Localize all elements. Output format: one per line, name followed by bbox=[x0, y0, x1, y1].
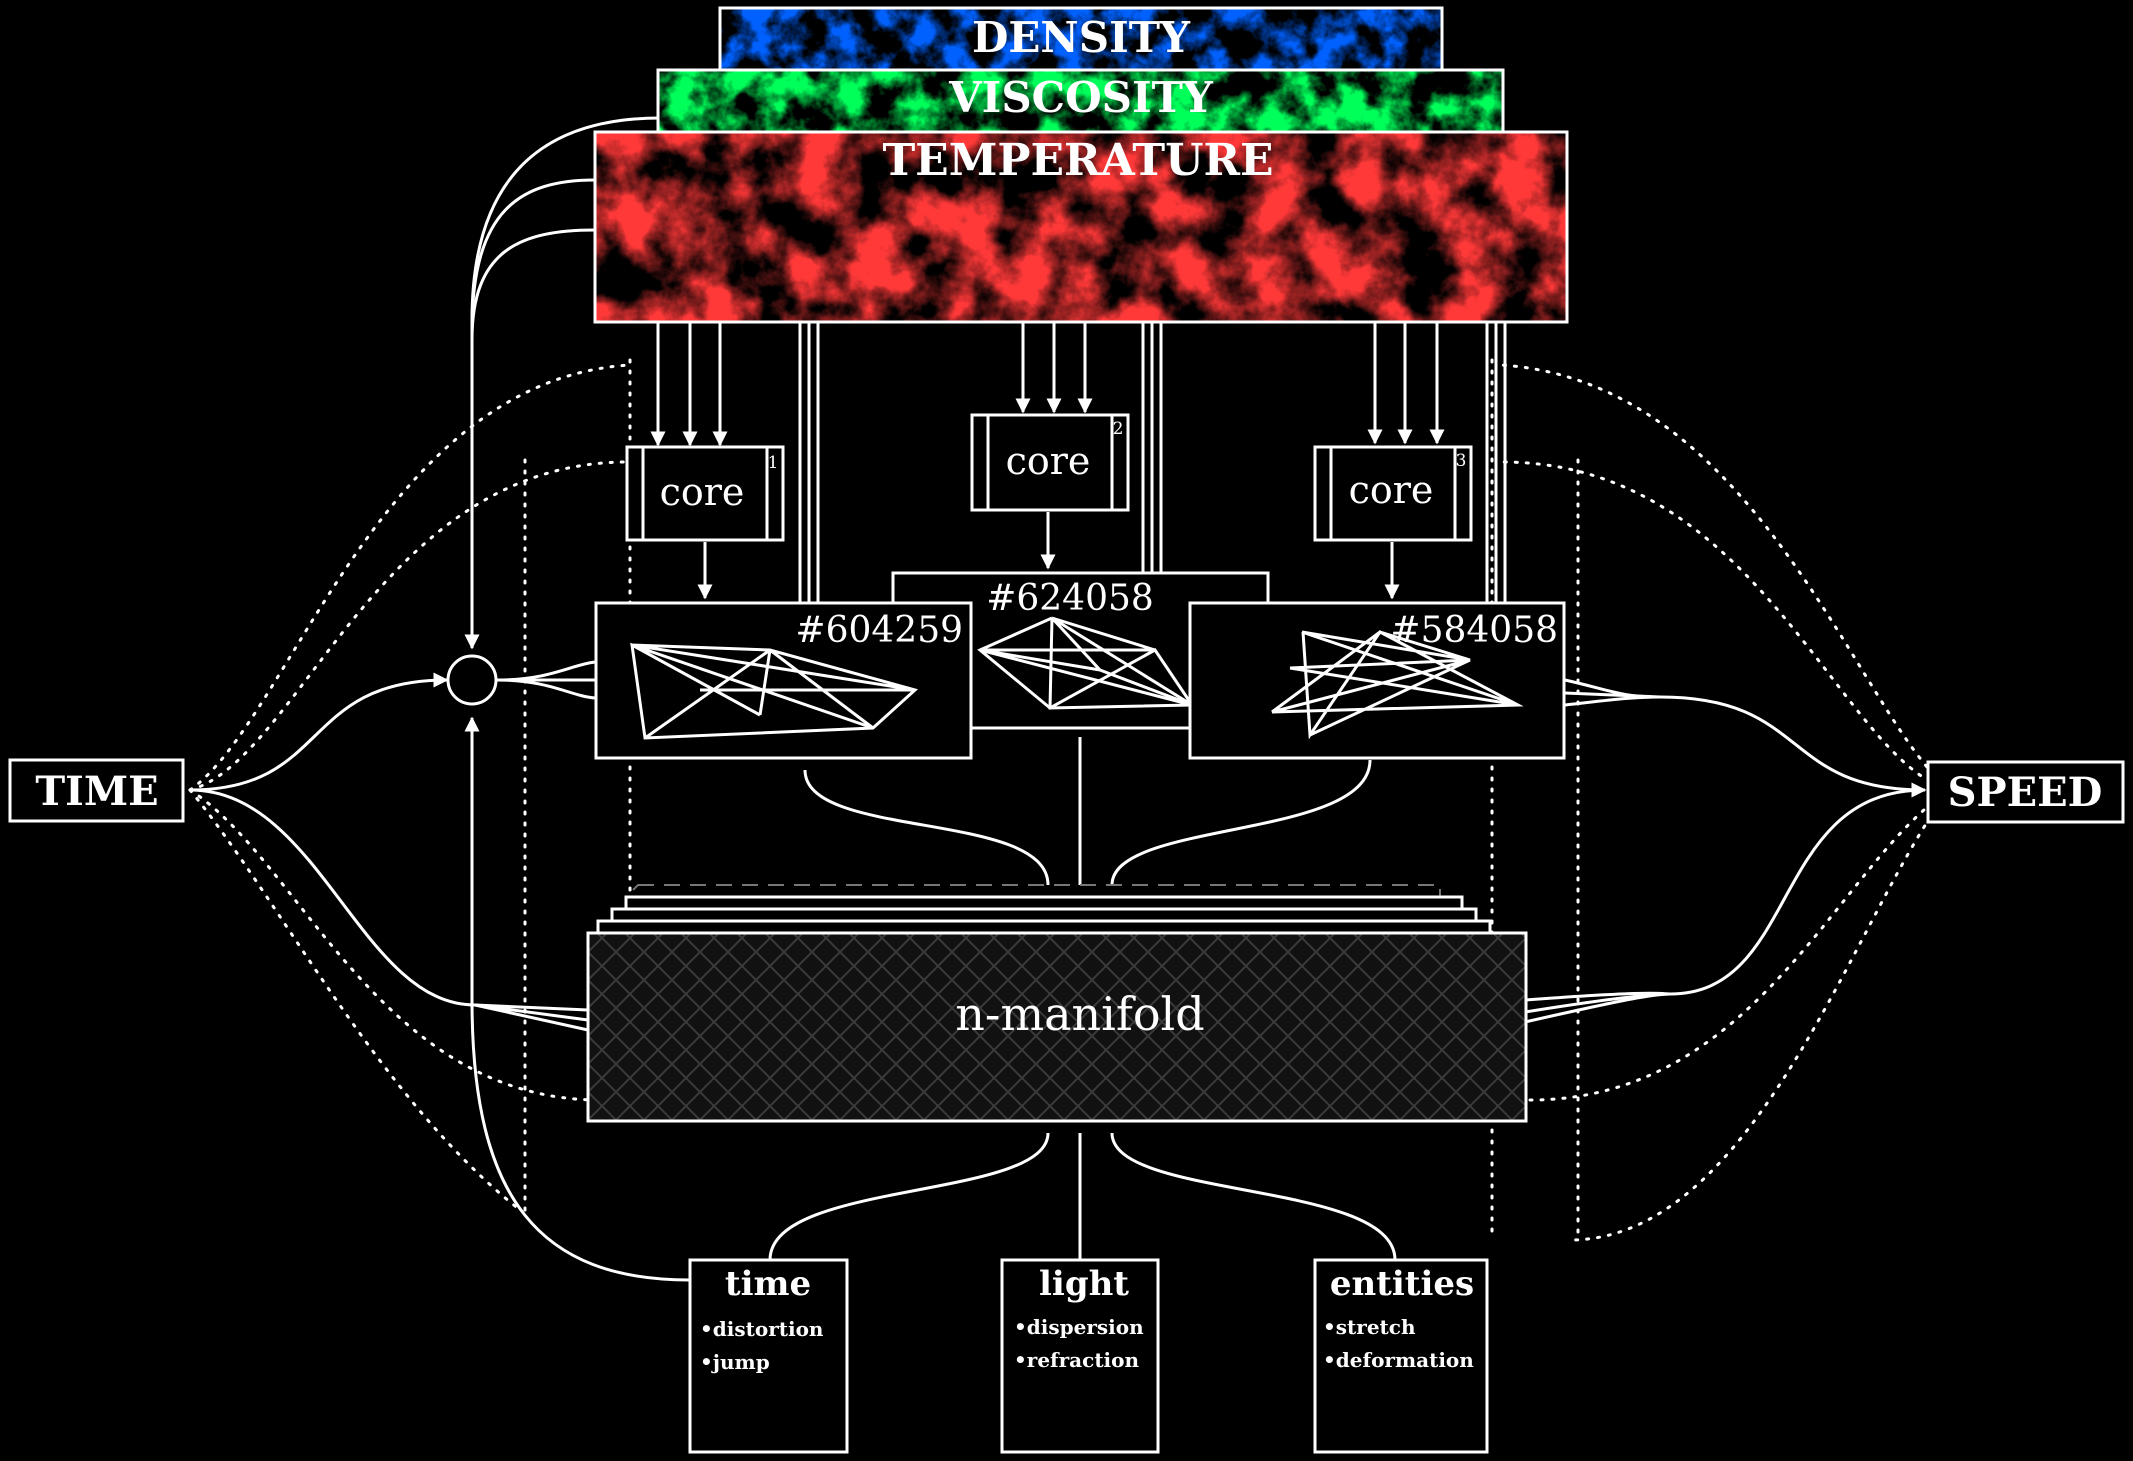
merge-node bbox=[446, 654, 498, 706]
layer-temperature: TEMPERATURE bbox=[593, 130, 1569, 324]
output-light: light •dispersion •refraction bbox=[1000, 1258, 1160, 1454]
core-2: core 2 bbox=[970, 413, 1130, 512]
time-input: TIME bbox=[8, 758, 185, 823]
graph-left-label: #604259 bbox=[795, 610, 963, 651]
output-time: time •distortion •jump bbox=[688, 1258, 849, 1454]
core-1-index: 1 bbox=[768, 453, 779, 473]
graph-right-network bbox=[1271, 630, 1524, 740]
graph-right: #584058 bbox=[1188, 601, 1566, 760]
core-3: core 3 bbox=[1313, 445, 1473, 542]
output-time-item: •jump bbox=[700, 1350, 770, 1374]
core-3-label: core bbox=[1349, 468, 1434, 512]
output-light-item: •dispersion bbox=[1014, 1315, 1144, 1339]
output-entities-item: •deformation bbox=[1323, 1348, 1474, 1372]
layer-temperature-label: TEMPERATURE bbox=[882, 135, 1273, 186]
output-entities-item: •stretch bbox=[1323, 1315, 1416, 1339]
core-2-label: core bbox=[1006, 439, 1091, 483]
manifold-stack bbox=[596, 884, 1492, 935]
core-1-label: core bbox=[660, 470, 745, 514]
graph-right-label: #584058 bbox=[1390, 610, 1558, 651]
output-light-item: •refraction bbox=[1014, 1348, 1139, 1372]
output-time-item: •distortion bbox=[700, 1317, 824, 1341]
wires bbox=[189, 116, 1927, 1282]
n-manifold-block: n-manifold bbox=[586, 931, 1528, 1123]
graph-middle-network bbox=[977, 616, 1194, 710]
speed-output-label: SPEED bbox=[1948, 769, 2103, 816]
output-entities: entities •stretch •deformation bbox=[1313, 1258, 1489, 1454]
core-3-index: 3 bbox=[1456, 451, 1467, 471]
layer-viscosity: VISCOSITY bbox=[656, 68, 1505, 134]
time-input-label: TIME bbox=[35, 768, 158, 815]
layer-viscosity-label: VISCOSITY bbox=[948, 73, 1214, 122]
speed-output: SPEED bbox=[1926, 760, 2125, 824]
output-time-title: time bbox=[725, 1264, 811, 1304]
n-manifold-label: n-manifold bbox=[955, 987, 1204, 1041]
graph-left: #604259 bbox=[594, 601, 973, 760]
layer-density-label: DENSITY bbox=[972, 13, 1191, 62]
graph-middle-label: #624058 bbox=[986, 578, 1154, 619]
output-light-title: light bbox=[1039, 1264, 1129, 1304]
graph-left-network bbox=[630, 642, 919, 740]
layer-density: DENSITY bbox=[718, 6, 1444, 72]
dotted-connections bbox=[188, 358, 1952, 1242]
core-2-index: 2 bbox=[1113, 419, 1124, 439]
output-entities-title: entities bbox=[1330, 1264, 1474, 1304]
core-1: core 1 bbox=[625, 445, 785, 542]
